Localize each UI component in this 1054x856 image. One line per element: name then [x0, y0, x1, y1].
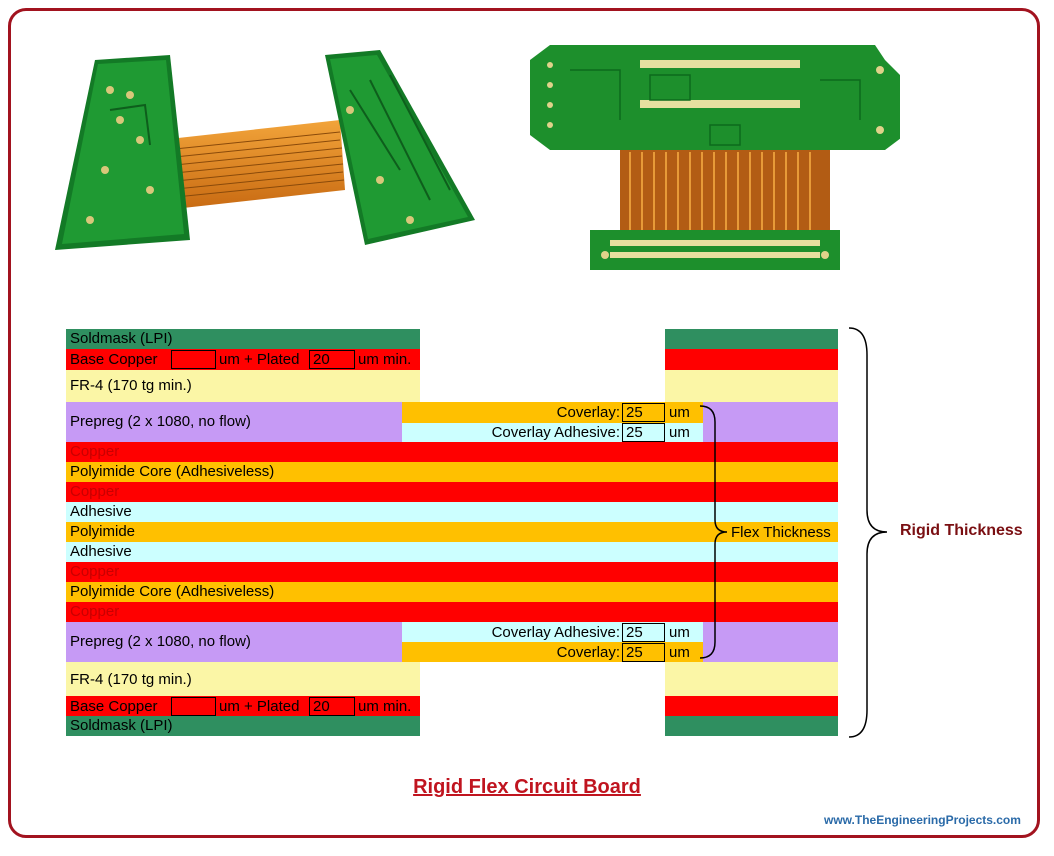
- base-copper-bottom-label: Base Copper: [70, 698, 158, 715]
- prepreg-top-right-layer: [703, 402, 838, 442]
- coverlay-adhesive-bottom-label: Coverlay Adhesive:: [491, 624, 620, 641]
- polyimide-core-layer-2: Polyimide Core (Adhesiveless): [66, 582, 838, 602]
- polyimide-core-2-label: Polyimide Core (Adhesiveless): [70, 583, 275, 600]
- soldmask-bottom-layer: Soldmask (LPI): [66, 716, 420, 736]
- fr4-bottom-label: FR-4 (170 tg min.): [70, 671, 192, 688]
- coverlay-bottom-label: Coverlay:: [556, 644, 620, 661]
- polyimide-label: Polyimide: [70, 523, 136, 540]
- rigid-flex-board-photo-right: [530, 45, 900, 270]
- copper-2-label: Copper: [70, 483, 120, 500]
- soldmask-bottom-right-layer: [665, 716, 838, 736]
- polyimide-core-layer-1: Polyimide Core (Adhesiveless): [66, 462, 838, 482]
- copper-3-label: Copper: [70, 563, 120, 580]
- coverlay-adhesive-bottom-layer: [402, 622, 703, 642]
- flex-thickness-bracket: [699, 405, 728, 659]
- coverlay-bottom-unit: um: [669, 644, 690, 661]
- coverlay-top-layer: [402, 402, 703, 423]
- coverlay-adhesive-top-label: Coverlay Adhesive:: [491, 424, 620, 441]
- fr4-top-label: FR-4 (170 tg min.): [70, 377, 192, 394]
- copper-layer-1: Copper: [66, 442, 838, 462]
- rigid-thickness-brace: [848, 327, 888, 738]
- base-copper-bottom-right-layer: [665, 696, 838, 716]
- plated-top-value-box[interactable]: 20: [309, 350, 355, 369]
- adhesive-1-label: Adhesive: [70, 503, 132, 520]
- coverlay-adhesive-top-layer: [402, 423, 703, 442]
- coverlay-top-value-box[interactable]: 25: [622, 403, 665, 422]
- copper-layer-2: Copper: [66, 482, 838, 502]
- coverlay-bottom-value-box[interactable]: 25: [622, 643, 665, 662]
- prepreg-top-label: Prepreg (2 x 1080, no flow): [70, 413, 251, 430]
- border-frame: [8, 8, 1040, 838]
- rigid-flex-board-photo-left: [55, 50, 475, 250]
- polyimide-layer: Polyimide: [66, 522, 838, 542]
- copper-layer-4: Copper: [66, 602, 838, 622]
- base-copper-top-right-layer: [665, 349, 838, 370]
- plated-bottom-value-box[interactable]: 20: [309, 697, 355, 716]
- base-copper-bottom-layer: [66, 696, 420, 716]
- um-plus-plated-bottom-label: um + Plated: [219, 698, 300, 715]
- adhesive-layer-2: Adhesive: [66, 542, 838, 562]
- page-title: Rigid Flex Circuit Board: [413, 776, 641, 798]
- prepreg-bottom-layer: Prepreg (2 x 1080, no flow): [66, 622, 402, 662]
- soldmask-bottom-label: Soldmask (LPI): [70, 717, 173, 734]
- coverlay-top-label: Coverlay:: [556, 404, 620, 421]
- base-copper-top-thickness-box[interactable]: [171, 350, 216, 369]
- prepreg-bottom-right-layer: [703, 622, 838, 662]
- soldmask-top-label: Soldmask (LPI): [70, 330, 173, 347]
- um-plus-plated-top-label: um + Plated: [219, 351, 300, 368]
- um-min-bottom-label: um min.: [358, 698, 412, 715]
- fr4-top-layer: FR-4 (170 tg min.): [66, 370, 420, 402]
- rigid-thickness-label: Rigid Thickness: [900, 522, 1023, 539]
- um-min-top-label: um min.: [358, 351, 412, 368]
- coverlay-adhesive-bottom-unit: um: [669, 624, 690, 641]
- flex-thickness-label: Flex Thickness: [731, 524, 831, 541]
- soldmask-top-layer: Soldmask (LPI): [66, 329, 420, 349]
- fr4-bottom-layer: FR-4 (170 tg min.): [66, 662, 420, 696]
- polyimide-core-1-label: Polyimide Core (Adhesiveless): [70, 463, 275, 480]
- coverlay-adhesive-bottom-value-box[interactable]: 25: [622, 623, 665, 642]
- adhesive-2-label: Adhesive: [70, 543, 132, 560]
- base-copper-top-layer: [66, 349, 420, 370]
- copper-1-label: Copper: [70, 443, 120, 460]
- fr4-top-right-layer: [665, 370, 838, 402]
- coverlay-bottom-layer: [402, 642, 703, 662]
- copper-4-label: Copper: [70, 603, 120, 620]
- watermark: www.TheEngineeringProjects.com: [824, 813, 1021, 827]
- soldmask-top-right-layer: [665, 329, 838, 349]
- coverlay-adhesive-top-unit: um: [669, 424, 690, 441]
- coverlay-adhesive-top-value-box[interactable]: 25: [622, 423, 665, 442]
- prepreg-bottom-label: Prepreg (2 x 1080, no flow): [70, 633, 251, 650]
- prepreg-top-layer: Prepreg (2 x 1080, no flow): [66, 402, 402, 442]
- adhesive-layer-1: Adhesive: [66, 502, 838, 522]
- copper-layer-3: Copper: [66, 562, 838, 582]
- coverlay-top-unit: um: [669, 404, 690, 421]
- base-copper-top-label: Base Copper: [70, 351, 158, 368]
- base-copper-bottom-thickness-box[interactable]: [171, 697, 216, 716]
- fr4-bottom-right-layer: [665, 662, 838, 696]
